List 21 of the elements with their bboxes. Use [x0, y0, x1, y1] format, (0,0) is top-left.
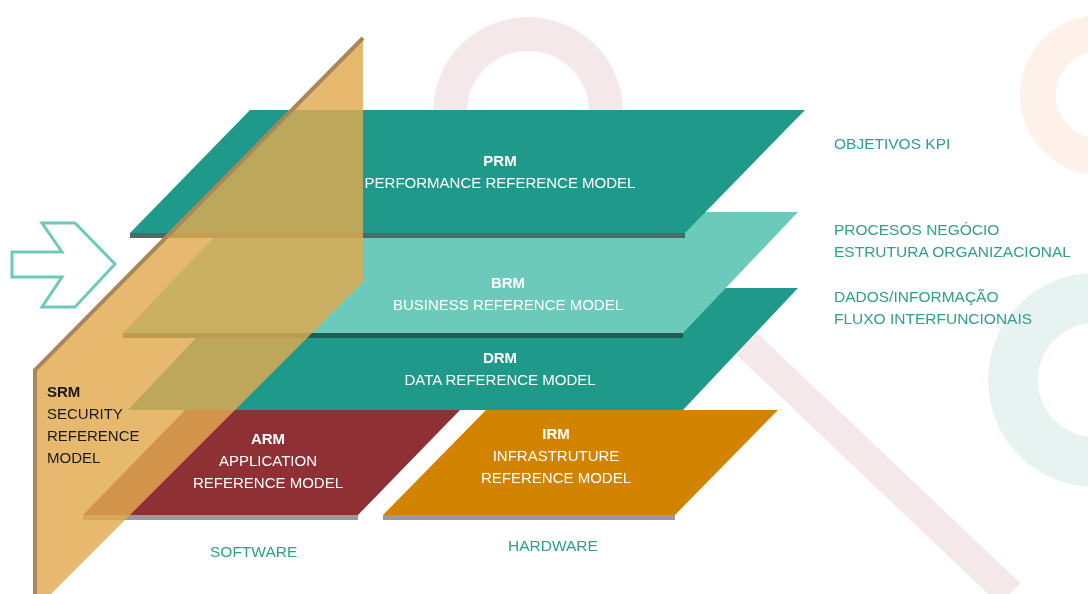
side-note: DADOS/INFORMAÇÃO [834, 288, 999, 306]
layer-description: APPLICATION REFERENCE MODEL [192, 451, 344, 493]
layer-title: IRM [542, 424, 570, 444]
layer-description: PERFORMANCE REFERENCE MODEL [364, 173, 636, 193]
category-label: HARDWARE [508, 537, 598, 555]
layer-title: PRM [483, 151, 517, 171]
security-plane [33, 37, 363, 594]
layer-title: DRM [482, 348, 518, 368]
layer-description: DATA REFERENCE MODEL [404, 370, 596, 390]
layer-plane [383, 410, 778, 520]
side-note: OBJETIVOS KPI [834, 135, 951, 153]
layer-description: BUSINESS REFERENCE MODEL [392, 295, 623, 315]
layer-description: INFRASTRUTURE REFERENCE MODEL [480, 446, 632, 488]
layer-title: BRM [490, 273, 526, 293]
layer-title: SRM [47, 382, 81, 402]
layer-description: SECURITY REFERENCE MODEL [47, 404, 141, 468]
category-label: SOFTWARE [210, 543, 298, 561]
side-note: FLUXO INTERFUNCIONAIS [834, 310, 1033, 328]
layer-title: ARM [250, 429, 286, 449]
side-note: PROCESOS NEGÓCIO [834, 221, 1000, 239]
side-note: ESTRUTURA ORGANIZACIONAL [834, 243, 1071, 261]
